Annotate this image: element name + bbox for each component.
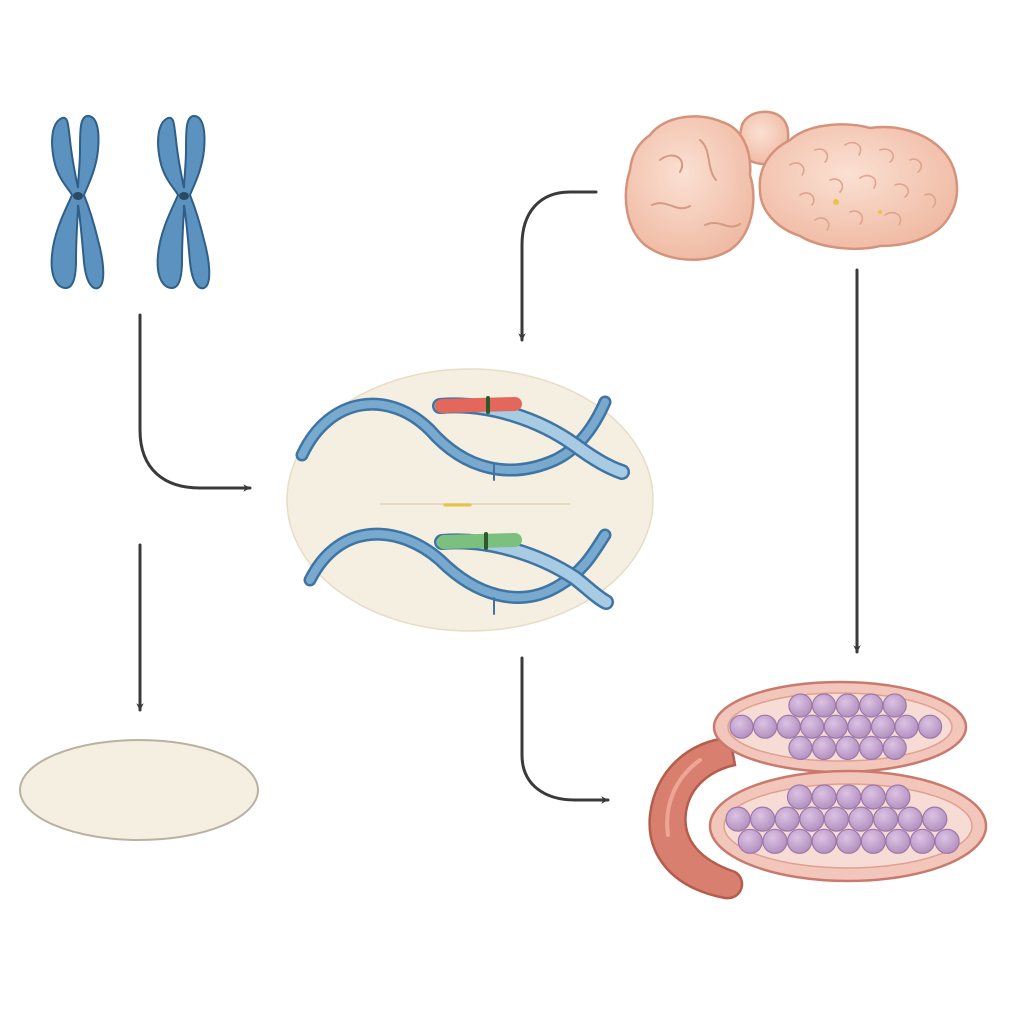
brain-tissue-icon [624, 110, 959, 261]
dna-strands-icon [286, 368, 654, 632]
brain-spot [833, 199, 839, 205]
gland-cell [872, 806, 899, 832]
gland-cell [729, 714, 754, 739]
gland-cell [811, 784, 837, 810]
gland-cell [860, 828, 886, 854]
gland-cell [835, 735, 860, 761]
gland-cell [823, 714, 848, 739]
gland-cell [811, 735, 837, 761]
gland-cell [725, 806, 751, 832]
gland-duct [648, 736, 744, 900]
brain-spot [878, 210, 882, 214]
gland-cell [788, 735, 813, 761]
marker-green [437, 533, 522, 549]
gland-cell [776, 714, 801, 739]
gland-tissue-icon [648, 680, 988, 900]
chromosome-left [50, 114, 105, 290]
gland-cell [737, 828, 763, 854]
gland-cell [752, 714, 778, 739]
gland-cells-upper [729, 693, 943, 761]
gland-cell [786, 784, 813, 810]
gland-cell [823, 806, 850, 832]
chromosome-pair-icon [50, 114, 211, 290]
gland-cell [897, 806, 923, 832]
blank-ellipse [19, 739, 259, 841]
strand-pair-lower [303, 527, 614, 615]
gland-cell [848, 806, 874, 832]
gland-cell [882, 693, 907, 718]
gland-cell [859, 693, 884, 718]
arrow-chromosome-to-strands [138, 313, 252, 492]
gland-cell [934, 828, 960, 854]
gland-cell [922, 806, 948, 832]
gland-cell [835, 693, 860, 718]
brain-fold [651, 139, 741, 228]
gland-cell [870, 714, 896, 739]
gland-cell [799, 806, 825, 832]
gland-cell [836, 828, 862, 854]
marker-red [435, 397, 522, 413]
arrow-brain-to-strands [518, 190, 598, 342]
gland-cell [859, 735, 884, 761]
gland-cells-lower [725, 784, 960, 854]
gland-cell [762, 828, 788, 854]
gland-cell [860, 784, 886, 810]
gland-cell [882, 735, 907, 761]
gland-cell [774, 806, 800, 832]
gland-cell [811, 828, 837, 854]
gland-cell [909, 828, 936, 854]
gland-cell [885, 784, 911, 810]
arrow-strands-to-gland [520, 656, 610, 804]
brain-texture [789, 141, 937, 231]
gland-cell [836, 784, 862, 810]
gland-cell [811, 693, 837, 718]
gland-cell [917, 714, 943, 739]
arrows [136, 190, 861, 804]
gland-cell [788, 693, 813, 718]
gland-cell [885, 828, 911, 854]
gland-cell [800, 714, 825, 739]
chromosome-right [156, 114, 211, 290]
gland-cell [847, 714, 872, 739]
gland-cell [749, 806, 776, 832]
strand-pair-upper [295, 395, 630, 481]
brain-lobe-right [758, 123, 959, 251]
gland-cell [894, 714, 919, 739]
gland-cell [786, 828, 813, 854]
brain-lobe-left [624, 115, 755, 261]
duct-highlight [665, 758, 702, 837]
